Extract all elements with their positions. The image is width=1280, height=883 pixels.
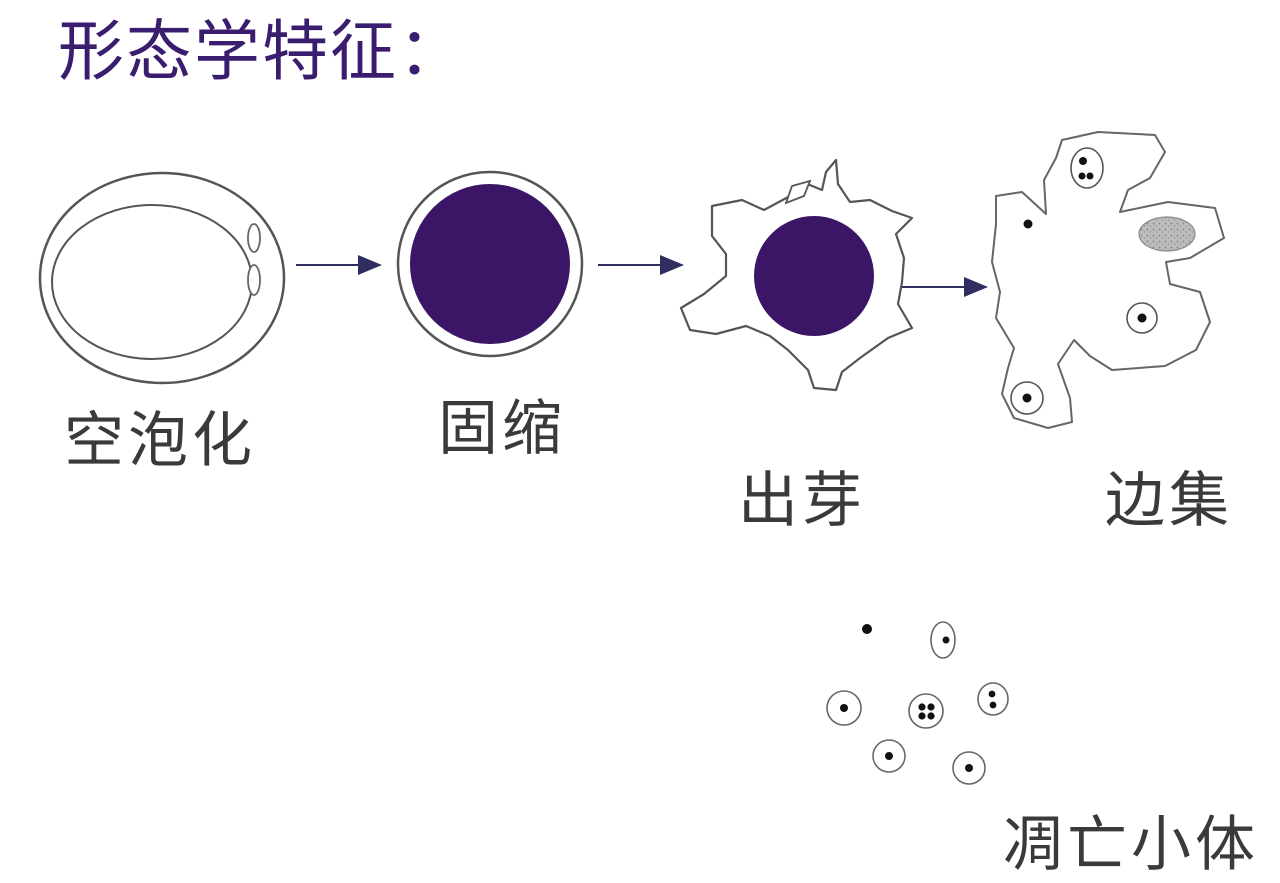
label-vacuolization: 空泡化 [64,406,256,476]
apoptotic-bodies [826,621,1009,785]
vacuolated-cell [38,171,286,385]
condensed-cell [396,170,584,358]
label-margination: 边集 [1105,466,1233,536]
page-title: 形态学特征： [58,13,466,90]
label-condensation: 固缩 [438,394,566,464]
label-budding: 出芽 [738,466,866,536]
marginated-cell [991,131,1225,429]
budding-cell [679,158,914,392]
label-apoptotic-bodies: 凋亡小体 [1003,810,1259,880]
